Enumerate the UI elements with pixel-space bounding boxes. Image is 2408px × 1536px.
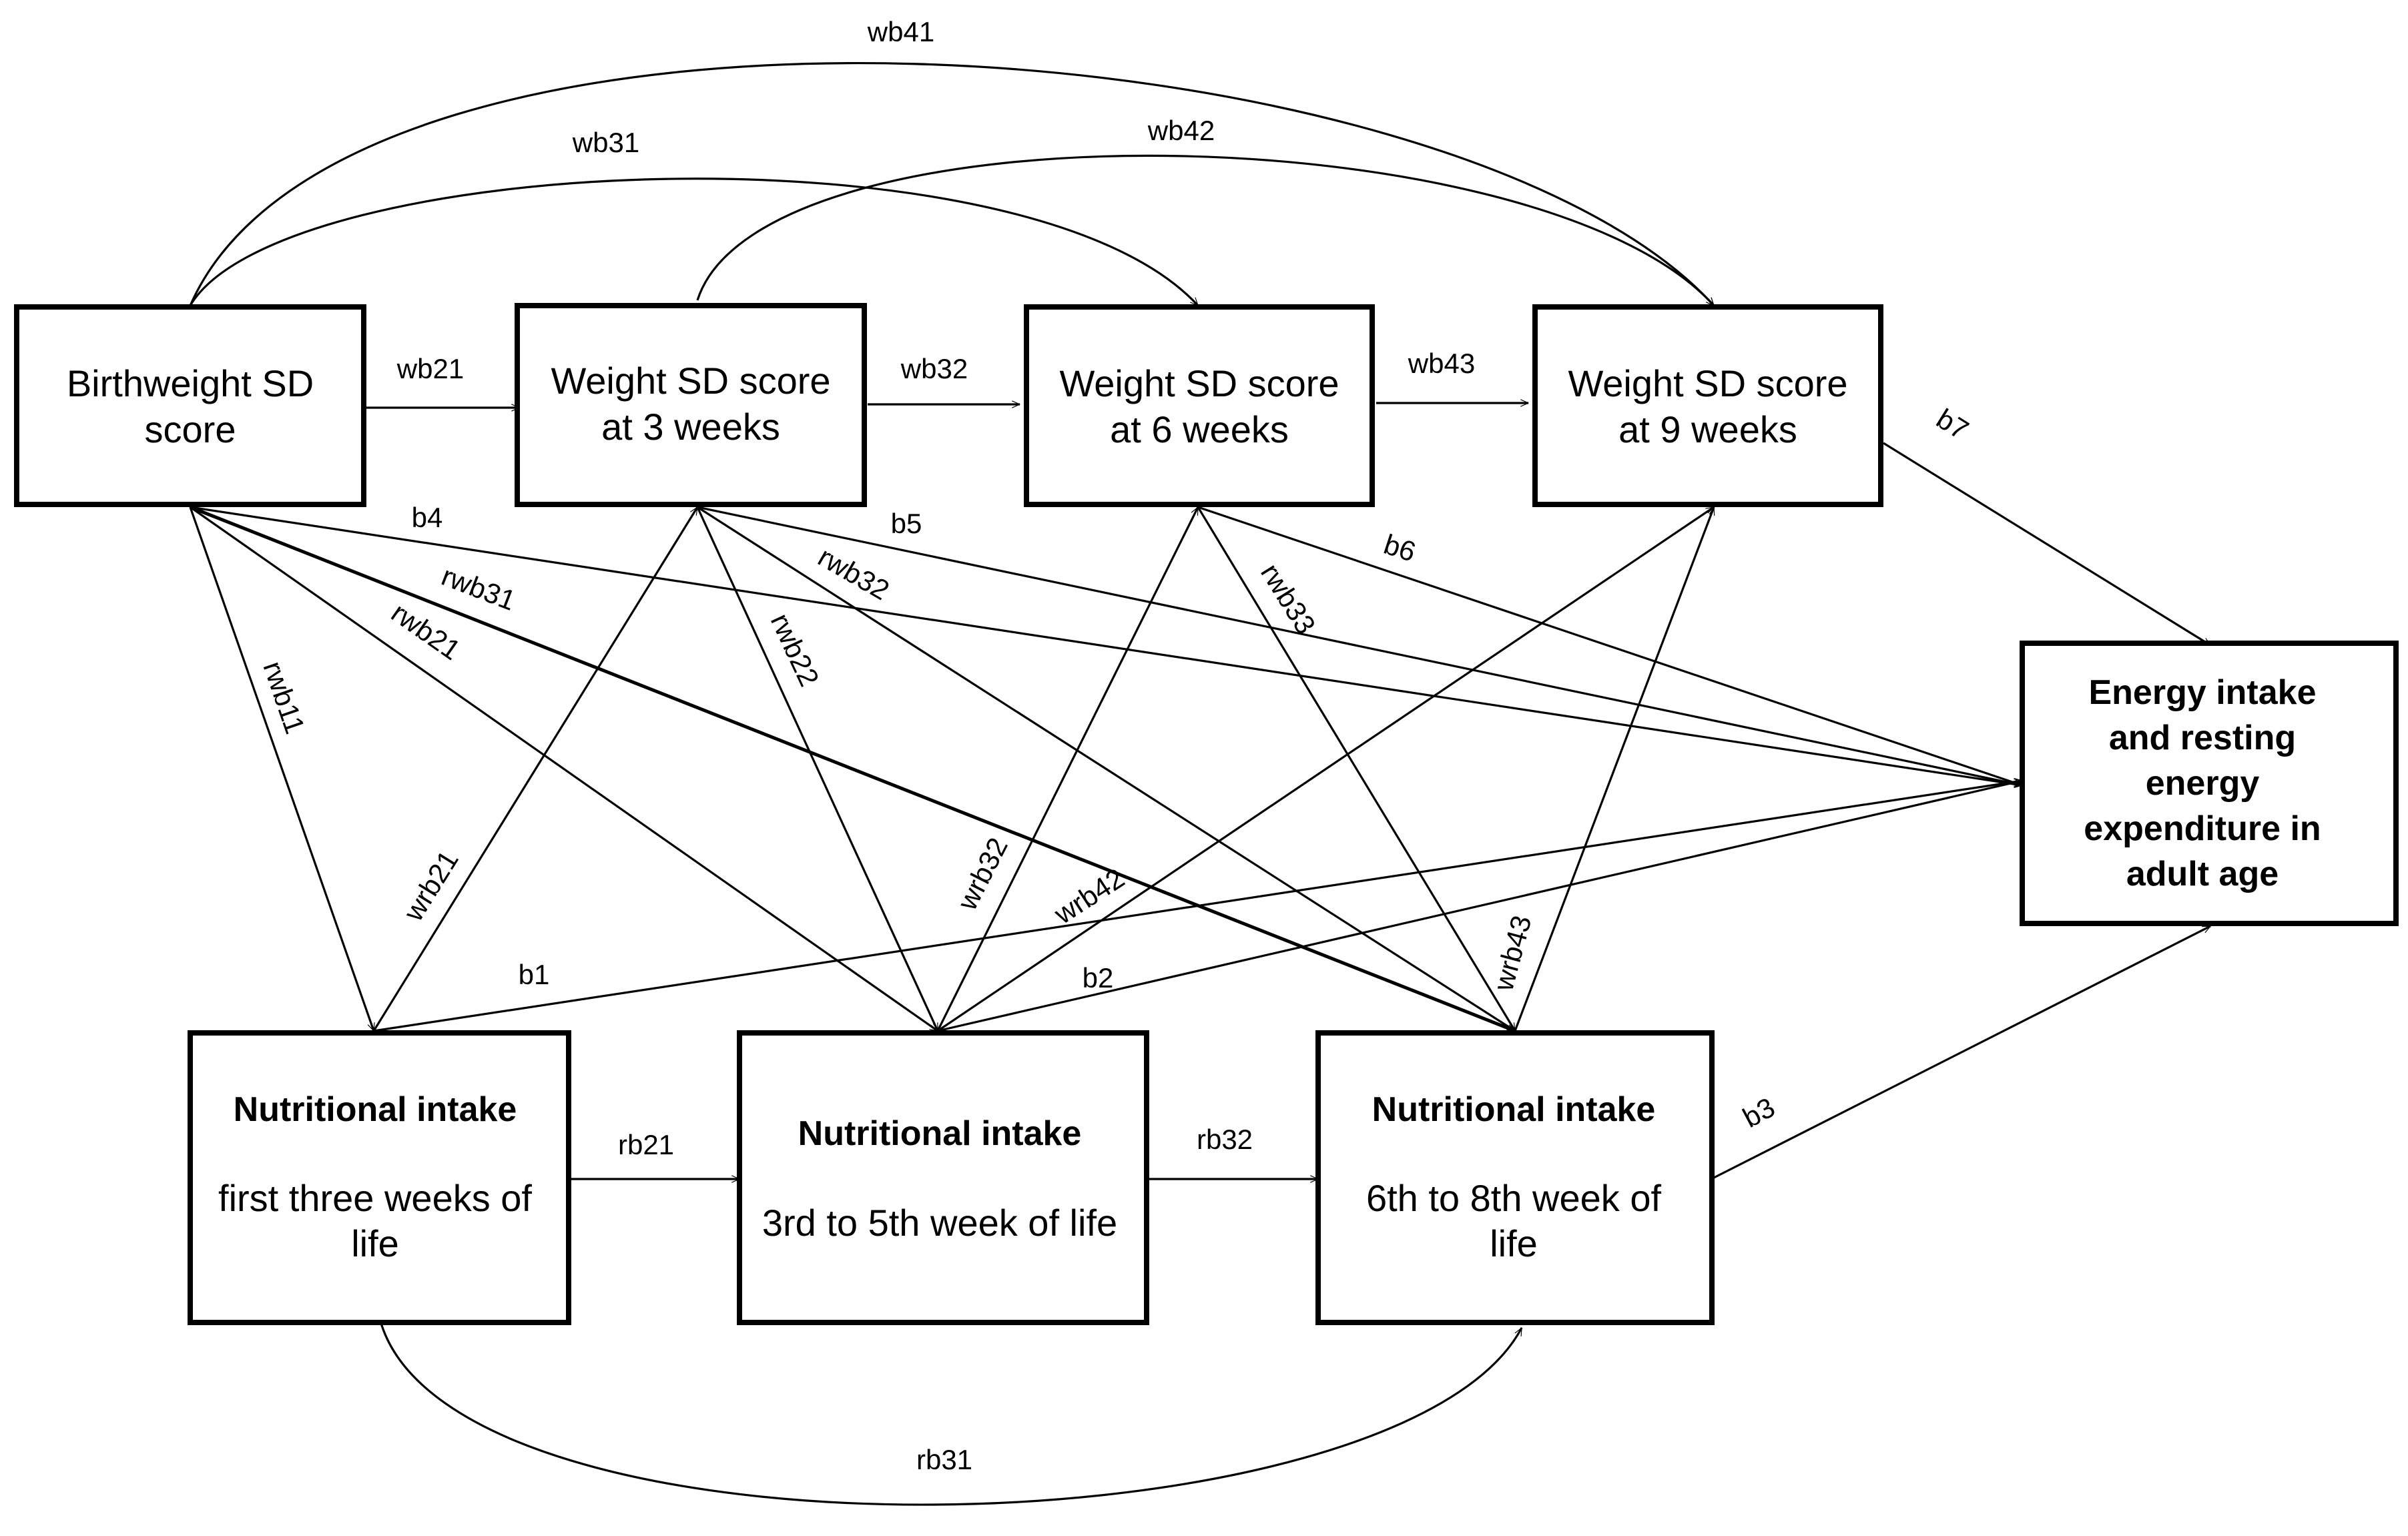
- node-weight6-line1: Weight SD score: [1059, 362, 1339, 404]
- node-outcome-line1: Energy intake: [2088, 673, 2316, 712]
- node-intake1-line1: first three weeks of: [218, 1177, 532, 1219]
- node-intake2-line1: 3rd to 5th week of life: [762, 1202, 1117, 1244]
- edge-b4: [190, 506, 2022, 785]
- node-outcome: Energy intake and resting energy expendi…: [2020, 641, 2399, 926]
- edge-rwb31: [190, 505, 1515, 1033]
- label-b4: b4: [412, 502, 443, 533]
- node-intake-weeks-6-8: Nutritional intake 6th to 8th week of li…: [1315, 1030, 1715, 1325]
- label-rwb32: rwb32: [813, 540, 895, 606]
- node-weight6-line2: at 6 weeks: [1110, 408, 1289, 450]
- label-wrb32: wrb32: [951, 833, 1014, 915]
- label-wb43: wb43: [1408, 348, 1475, 379]
- label-b5: b5: [891, 508, 922, 539]
- node-intake3-line2: life: [1490, 1222, 1538, 1264]
- edge-rwb32: [697, 506, 1515, 1032]
- label-rb21: rb21: [618, 1129, 674, 1160]
- node-weight9-line2: at 9 weeks: [1618, 408, 1797, 450]
- label-rb31: rb31: [916, 1444, 972, 1475]
- edge-rwb22: [696, 506, 939, 1031]
- node-intake3-line1: 6th to 8th week of: [1366, 1177, 1662, 1219]
- edge-wb42: [696, 154, 1715, 306]
- edge-b3: [1713, 925, 2210, 1179]
- node-weight9-line1: Weight SD score: [1568, 362, 1847, 404]
- label-wb42: wb42: [1147, 115, 1215, 146]
- node-outcome-line2: and resting: [2109, 719, 2296, 757]
- node-intake1-line2: life: [351, 1222, 399, 1264]
- node-birthweight: Birthweight SD score: [14, 304, 366, 507]
- label-b2: b2: [1083, 962, 1114, 994]
- node-weight-6-weeks: Weight SD score at 6 weeks: [1024, 304, 1375, 507]
- label-rb32: rb32: [1197, 1124, 1253, 1155]
- label-rwb11: rwb11: [257, 657, 311, 738]
- label-wrb21: wrb21: [397, 845, 465, 927]
- label-wb32: wb32: [900, 353, 968, 384]
- node-outcome-line5: adult age: [2126, 855, 2279, 893]
- node-outcome-line3: energy: [2146, 764, 2260, 803]
- edge-b7: [1883, 442, 2210, 647]
- edge-rb31: [379, 1320, 1523, 1506]
- edge-rwb21: [190, 506, 938, 1032]
- label-wb41: wb41: [867, 16, 934, 47]
- label-wrb42: wrb42: [1048, 862, 1129, 930]
- label-wb31: wb31: [572, 127, 639, 158]
- edge-wrb43: [1514, 507, 1715, 1032]
- edge-wb31: [189, 177, 1199, 307]
- node-weight3-line2: at 3 weeks: [601, 406, 780, 448]
- edge-wrb42: [937, 506, 1714, 1032]
- node-weight-9-weeks: Weight SD score at 9 weeks: [1532, 304, 1883, 507]
- edge-b2: [937, 781, 2022, 1032]
- edge-rwb33: [1197, 506, 1516, 1031]
- node-birthweight-line2: score: [145, 408, 236, 450]
- edge-wrb32: [936, 507, 1199, 1032]
- node-intake3-title: Nutritional intake: [1372, 1090, 1656, 1129]
- node-intake2-title: Nutritional intake: [798, 1114, 1082, 1153]
- node-intake1-title: Nutritional intake: [234, 1090, 517, 1129]
- label-wb21: wb21: [396, 353, 464, 384]
- label-b6: b6: [1380, 528, 1420, 568]
- label-b1: b1: [519, 959, 550, 990]
- edge-wb41: [189, 62, 1715, 307]
- node-intake-weeks-3-5: Nutritional intake 3rd to 5th week of li…: [737, 1030, 1149, 1325]
- node-outcome-line4: expenditure in: [2084, 809, 2321, 848]
- label-rwb21: rwb21: [386, 597, 467, 666]
- label-b3: b3: [1738, 1091, 1780, 1133]
- node-intake-weeks-1-3: Nutritional intake first three weeks of …: [188, 1030, 571, 1325]
- edge-wrb21: [372, 507, 699, 1032]
- node-birthweight-line1: Birthweight SD: [67, 362, 314, 404]
- label-wrb43: wrb43: [1487, 912, 1537, 995]
- edges: [189, 62, 2210, 1506]
- node-weight3-line1: Weight SD score: [551, 360, 830, 402]
- label-rwb22: rwb22: [765, 609, 826, 691]
- edge-b5: [697, 506, 2022, 785]
- edge-rwb11: [189, 506, 374, 1031]
- node-weight-3-weeks: Weight SD score at 3 weeks: [515, 303, 867, 507]
- edge-b6: [1197, 506, 2022, 785]
- label-b7: b7: [1931, 402, 1974, 446]
